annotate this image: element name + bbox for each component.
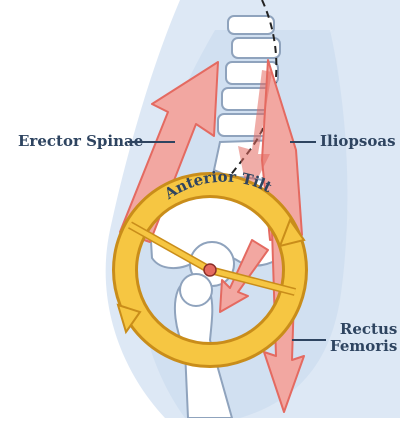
rectus-label-line1: Rectus: [330, 321, 397, 338]
iliopsoas-label: Iliopsoas: [320, 133, 396, 150]
erector-spinae-label: Erector Spinae: [18, 133, 143, 150]
rectus-femoris-label: Rectus Femoris: [330, 321, 397, 355]
rectus-label-line2: Femoris: [330, 338, 397, 355]
femur-head: [180, 274, 212, 306]
